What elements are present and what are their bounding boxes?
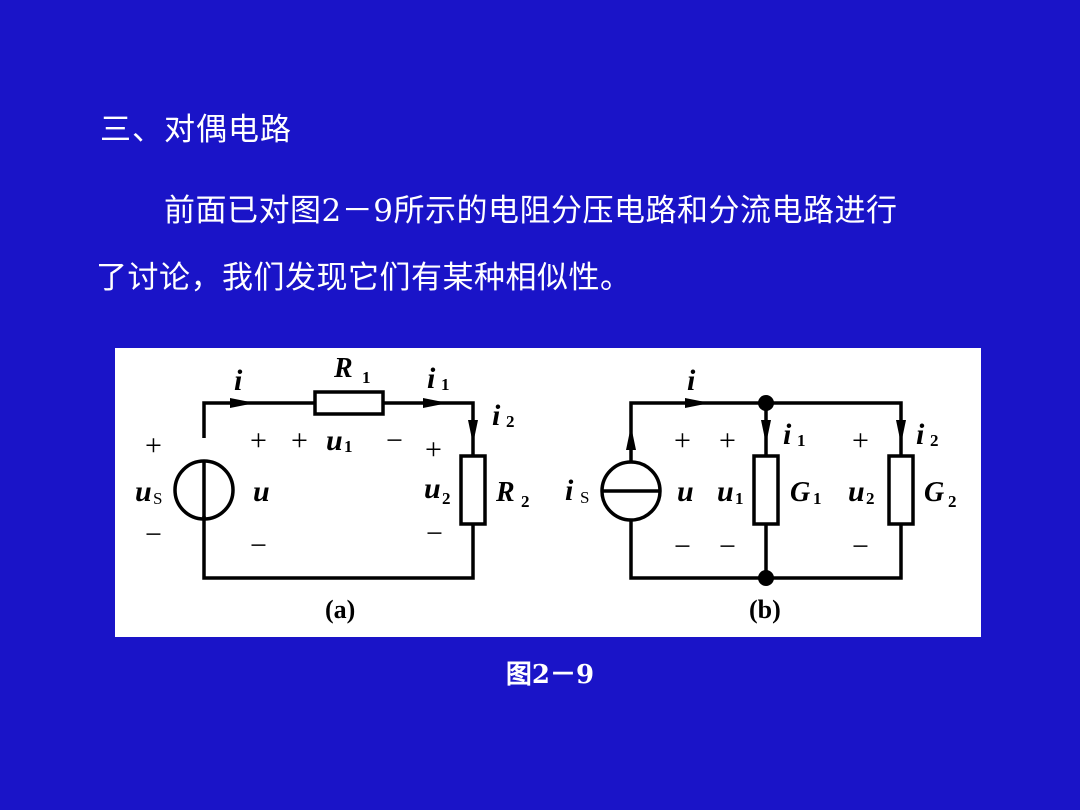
label-u2: u bbox=[424, 472, 441, 505]
paragraph-line-1: 前面已对图2－9所示的电阻分压电路和分流电路进行 bbox=[164, 193, 898, 229]
label-i1: i bbox=[427, 362, 436, 395]
label-i2-b-sub: 2 bbox=[930, 431, 939, 450]
plus-u-b: + bbox=[674, 424, 691, 457]
body-paragraph: 前面已对图2－9所示的电阻分压电路和分流电路进行 了讨论，我们发现它们有某种相似… bbox=[96, 178, 1016, 312]
label-i2: i bbox=[492, 399, 501, 432]
minus-us: − bbox=[145, 518, 162, 551]
node-bottom bbox=[758, 570, 774, 586]
minus-u-b: − bbox=[674, 530, 691, 563]
minus-u1: − bbox=[386, 424, 403, 457]
current-arrow-i2 bbox=[468, 420, 478, 444]
current-arrow-i-b bbox=[685, 398, 710, 408]
plus-u: + bbox=[250, 424, 267, 457]
label-u1-b-sub: 1 bbox=[735, 489, 744, 508]
label-g2-sub: 2 bbox=[948, 492, 957, 511]
label-i: i bbox=[234, 364, 243, 397]
label-is-sub: S bbox=[580, 488, 589, 507]
label-u1-sub: 1 bbox=[344, 437, 353, 456]
node-top bbox=[758, 395, 774, 411]
label-g2: G bbox=[924, 477, 944, 508]
caption-a: (a) bbox=[325, 595, 355, 624]
section-heading: 三、对偶电路 bbox=[100, 112, 292, 148]
minus-u: − bbox=[250, 529, 267, 562]
label-g1: G bbox=[790, 477, 810, 508]
label-is: i bbox=[565, 474, 574, 507]
label-r2-sub: 2 bbox=[521, 492, 530, 511]
current-arrow-i2-b bbox=[896, 420, 906, 444]
label-u2-b: u bbox=[848, 475, 865, 508]
minus-u2-b: − bbox=[852, 530, 869, 563]
figure-caption: 图2－9 bbox=[505, 660, 595, 690]
current-arrow-i bbox=[230, 398, 255, 408]
label-g1-sub: 1 bbox=[813, 489, 822, 508]
label-u1-b: u bbox=[717, 475, 734, 508]
circuit-figure: i R 1 i 1 i 2 + u S − + u − + u 1 − + u … bbox=[115, 348, 981, 637]
conductance-g1 bbox=[752, 454, 780, 526]
current-arrow-i1 bbox=[423, 398, 448, 408]
label-us: u bbox=[135, 475, 152, 508]
source-arrow bbox=[626, 426, 636, 450]
minus-u1-b: − bbox=[719, 530, 736, 563]
paragraph-line-2: 了讨论，我们发现它们有某种相似性。 bbox=[96, 260, 632, 296]
label-us-sub: S bbox=[153, 489, 162, 508]
label-i1-b-sub: 1 bbox=[797, 431, 806, 450]
plus-u2-b: + bbox=[852, 424, 869, 457]
label-u-b: u bbox=[677, 475, 694, 508]
label-r2: R bbox=[495, 477, 515, 508]
label-u2-sub: 2 bbox=[442, 489, 451, 508]
circuit-a: i R 1 i 1 i 2 + u S − + u − + u 1 − + u … bbox=[135, 353, 530, 624]
label-i2-sub: 2 bbox=[506, 412, 515, 431]
plus-us: + bbox=[145, 429, 162, 462]
label-u1: u bbox=[326, 424, 343, 457]
circuit-b: i i S + u − + u 1 − i 1 G 1 + u 2 − i 2 … bbox=[565, 364, 957, 624]
minus-u2: − bbox=[426, 517, 443, 550]
resistor-r2 bbox=[459, 454, 487, 526]
label-i1-sub: 1 bbox=[441, 375, 450, 394]
label-i-b: i bbox=[687, 364, 696, 397]
label-u: u bbox=[253, 475, 270, 508]
current-arrow-i1-b bbox=[761, 420, 771, 444]
caption-b: (b) bbox=[749, 595, 781, 624]
label-u2-b-sub: 2 bbox=[866, 489, 875, 508]
label-i1-b: i bbox=[783, 418, 792, 451]
label-r1-sub: 1 bbox=[362, 368, 371, 387]
conductance-g2 bbox=[887, 454, 915, 526]
resistor-r1 bbox=[313, 390, 385, 416]
plus-u1-b: + bbox=[719, 424, 736, 457]
label-i2-b: i bbox=[916, 418, 925, 451]
plus-u1: + bbox=[291, 424, 308, 457]
label-r1: R bbox=[333, 353, 353, 384]
plus-u2: + bbox=[425, 433, 442, 466]
